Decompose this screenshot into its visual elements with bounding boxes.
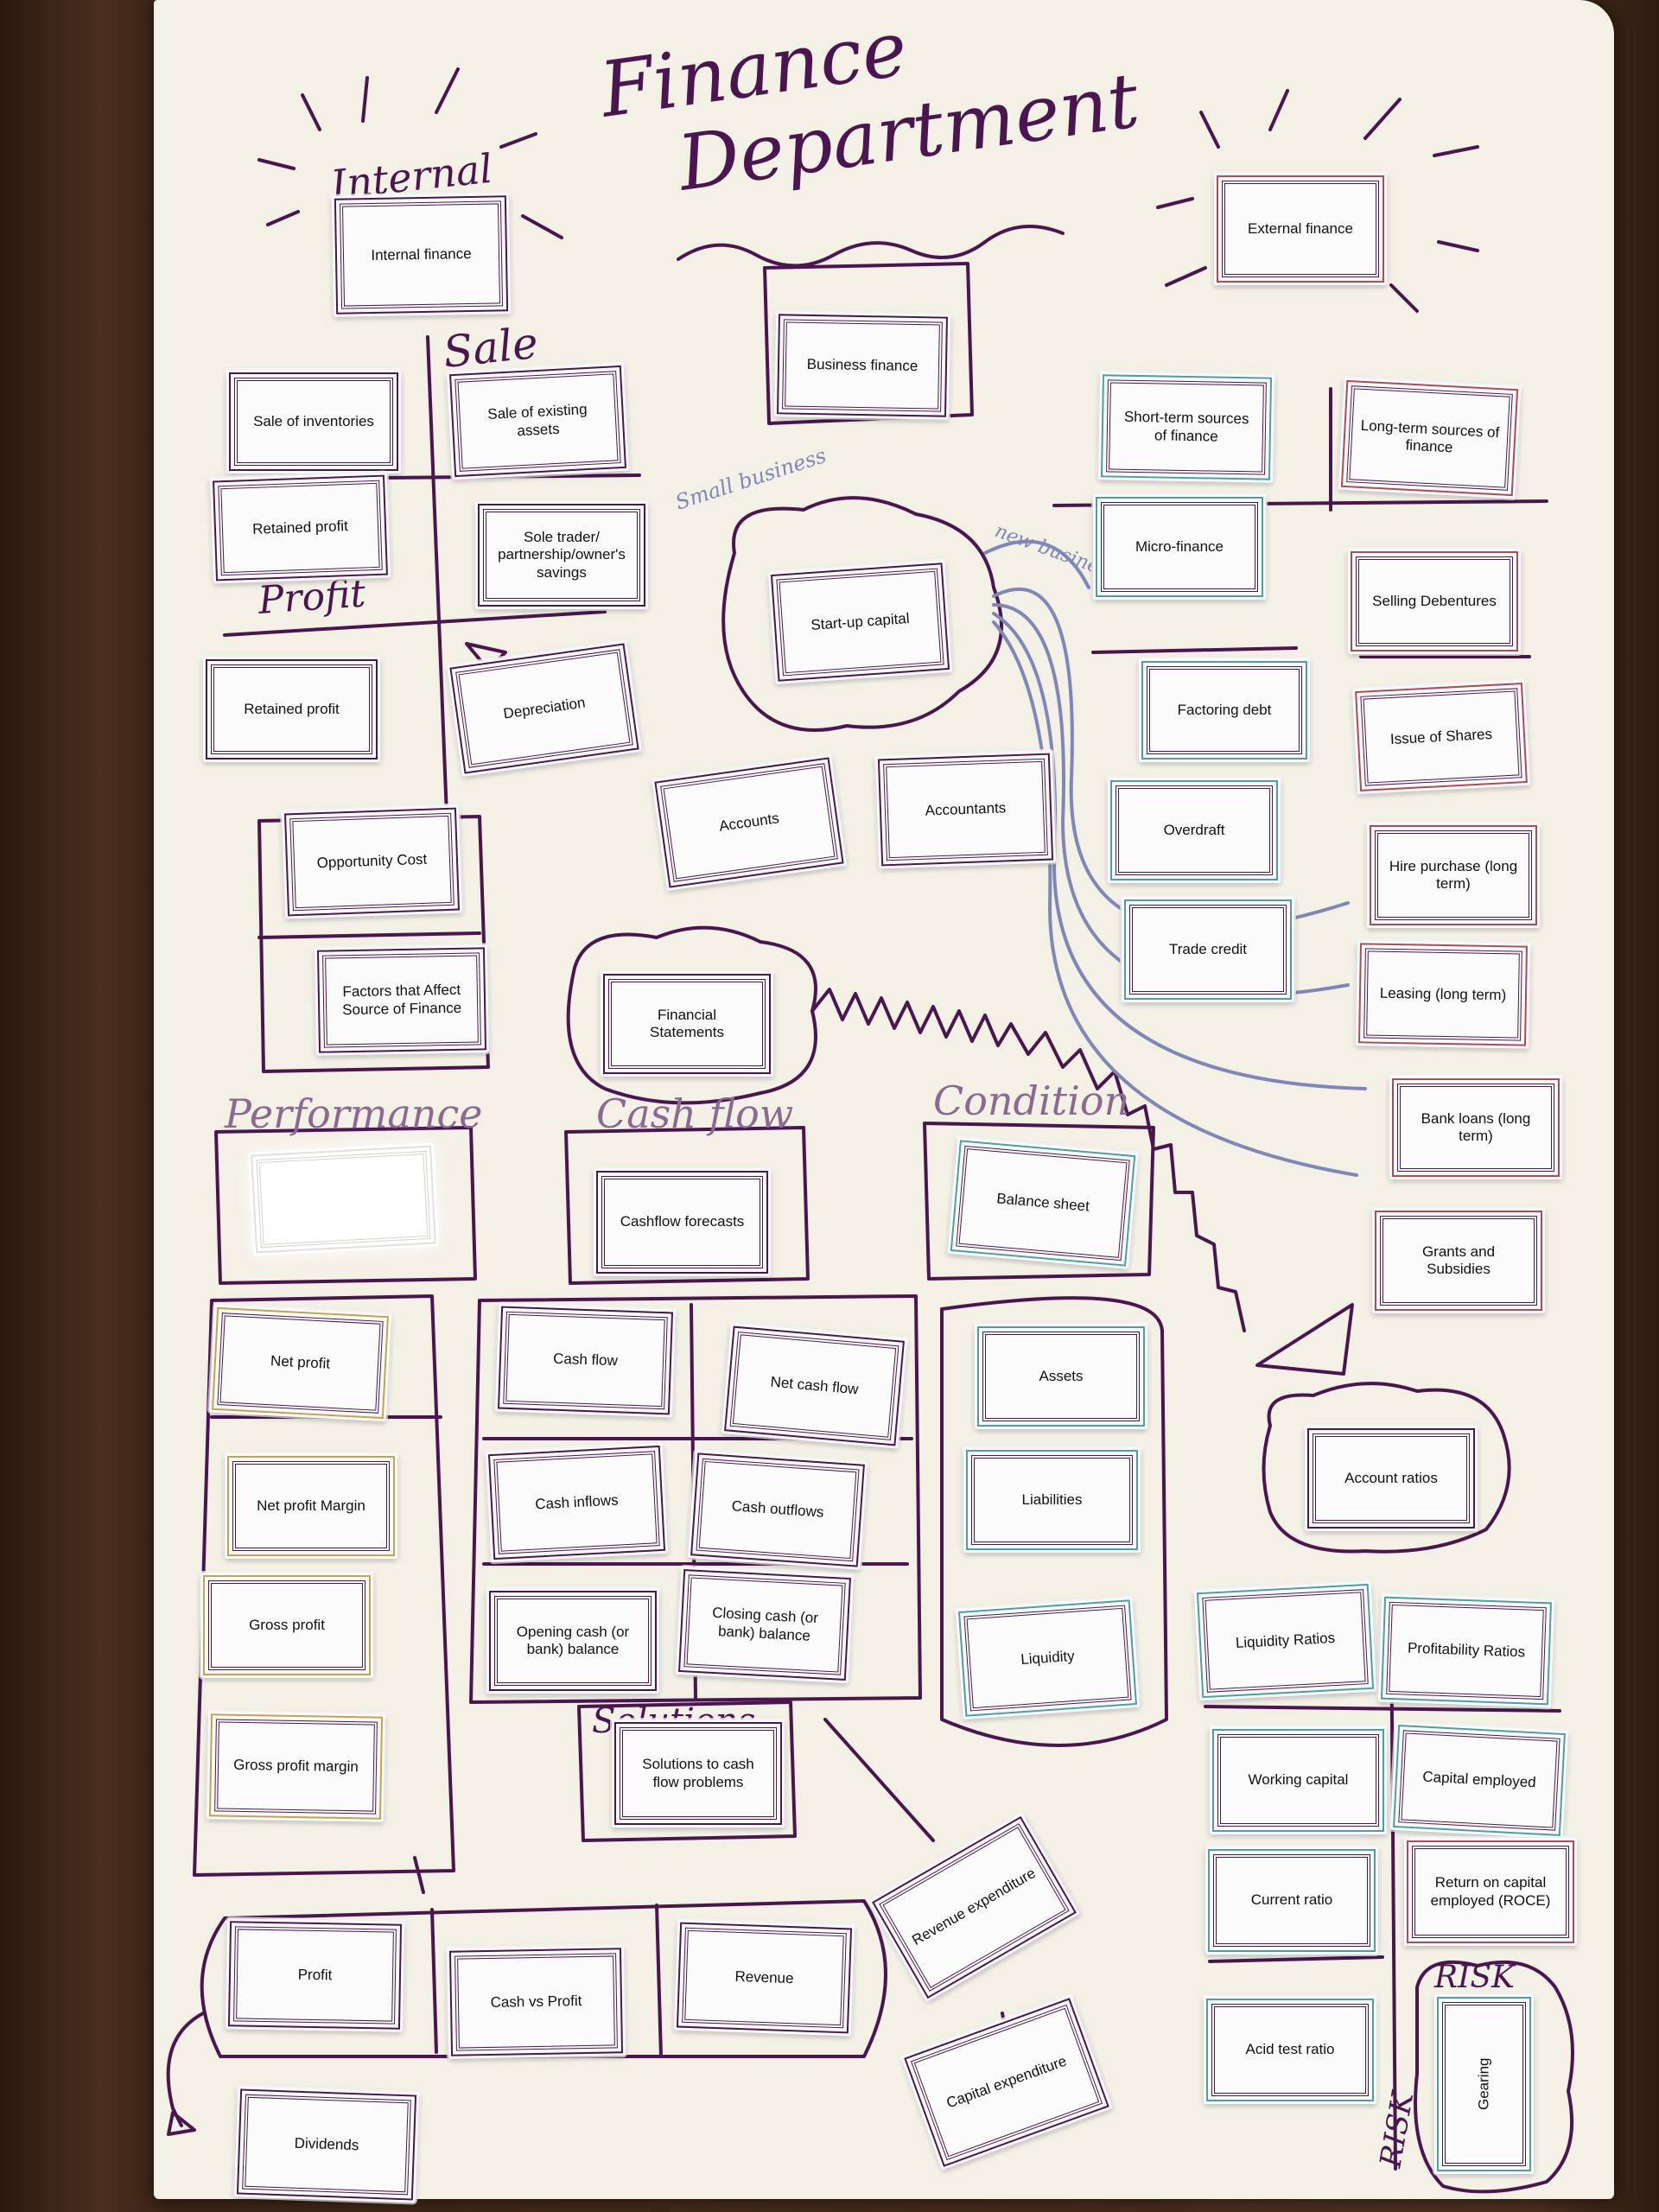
line-to-bank-loans	[992, 612, 1367, 1090]
card-gearing: Gearing	[1434, 1994, 1534, 2174]
card-start-up-capital: Start-up capital	[767, 560, 953, 684]
card-gross-profit: Gross profit	[200, 1573, 373, 1678]
card-assets: Assets	[975, 1324, 1147, 1429]
card-long-term-sources: Long-term sources of finance	[1338, 377, 1522, 499]
card-cash-inflows: Cash inflows	[485, 1442, 669, 1563]
card-retained-profit-1: Retained profit	[209, 472, 391, 584]
line-new-business	[983, 539, 1090, 589]
card-closing-cash: Closing cash (or bank) balance	[675, 1566, 855, 1684]
hand-cash-flow: Cash flow	[596, 1090, 793, 1137]
card-liquidity-ratios: Liquidity Ratios	[1193, 1580, 1377, 1701]
business-finance-box	[763, 262, 974, 425]
card-account-ratios: Account ratios	[1305, 1426, 1478, 1531]
card-cashflow-forecasts: Cashflow forecasts	[594, 1168, 771, 1276]
card-retained-profit-2: Retained profit	[203, 657, 380, 762]
card-acid-test-ratio: Acid test ratio	[1204, 1996, 1376, 2104]
card-bank-loans: Bank loans (long term)	[1389, 1076, 1562, 1179]
card-grants-subsidies: Grants and Subsidies	[1372, 1208, 1545, 1313]
profit-divider-1	[430, 1908, 438, 2054]
card-opening-cash: Opening cash (or bank) balance	[486, 1588, 659, 1694]
card-solutions-cash-flow: Solutions to cash flow problems	[612, 1719, 785, 1827]
start-up-cloud	[721, 496, 1003, 732]
performance-box	[214, 1126, 477, 1285]
arrow-to-dividends	[166, 2012, 205, 2127]
arrow-to-revenue-expenditure	[823, 1718, 935, 1842]
card-leasing: Leasing (long term)	[1355, 940, 1531, 1049]
card-cash-outflows: Cash outflows	[687, 1450, 868, 1570]
card-working-capital: Working capital	[1210, 1726, 1387, 1834]
card-internal-finance: Internal finance	[331, 193, 512, 317]
zigzag-arrowhead	[1255, 1303, 1354, 1376]
card-dividends: Dividends	[233, 2086, 420, 2203]
internal-horizontal-line-2	[223, 610, 607, 637]
hand-performance: Performance	[224, 1090, 482, 1137]
card-factors-affect-finance: Factors that Affect Source of Finance	[314, 944, 490, 1056]
hand-risk-top: RISK	[1433, 1960, 1516, 1995]
card-gross-profit-margin: Gross profit margin	[206, 1711, 386, 1822]
card-short-term-sources: Short-term sources of finance	[1097, 372, 1275, 483]
card-financial-statements: Financial Statements	[601, 971, 773, 1077]
card-blank-performance	[248, 1142, 439, 1256]
card-net-profit: Net profit	[208, 1304, 392, 1422]
financial-statements-cloud	[566, 925, 817, 1105]
card-profitability-ratios: Profitability Ratios	[1377, 1593, 1555, 1708]
account-ratios-cloud	[1262, 1382, 1511, 1554]
arrow-down	[413, 1856, 425, 1894]
card-net-cash-flow: Net cash flow	[721, 1323, 908, 1449]
hand-condition: Condition	[933, 1077, 1129, 1124]
condition-column	[940, 1296, 1168, 1747]
risk-cloud	[1414, 1960, 1574, 2194]
card-micro-finance: Micro-finance	[1093, 494, 1266, 600]
card-current-ratio: Current ratio	[1205, 1847, 1378, 1955]
short-term-line	[1091, 646, 1298, 654]
card-cash-flow: Cash flow	[494, 1303, 677, 1418]
solutions-box	[577, 1700, 797, 1842]
arrowhead-dividends	[167, 2111, 196, 2136]
note-small-business: Small business	[672, 443, 829, 515]
card-hire-purchase: Hire purchase (long term)	[1367, 823, 1540, 928]
cash-flow-column	[469, 1294, 922, 1704]
card-trade-credit: Trade credit	[1122, 897, 1294, 1002]
hand-risk-side: RISK	[1373, 2088, 1421, 2171]
zigzag-arrow	[810, 988, 1246, 1332]
card-liquidity: Liquidity	[955, 1597, 1141, 1719]
profit-divider-2	[655, 1904, 663, 2058]
title-underline	[677, 225, 1065, 268]
card-balance-sheet: Balance sheet	[947, 1137, 1139, 1269]
condition-box	[923, 1122, 1155, 1281]
line-to-grants	[992, 620, 1358, 1177]
card-factoring-debt: Factoring debt	[1139, 658, 1310, 762]
ratio-horizontal-2	[1208, 1955, 1384, 1963]
factors-divider	[257, 931, 481, 939]
card-revenue: Revenue	[673, 1919, 855, 2037]
card-accountants: Accountants	[874, 750, 1057, 869]
card-roce: Return on capital employed (ROCE)	[1404, 1838, 1577, 1946]
sun-rays-right	[1156, 89, 1479, 313]
ratio-horizontal-1	[1204, 1705, 1561, 1713]
card-sole-trader-savings: Sole trader/ partnership/owner's savings	[475, 501, 648, 609]
sun-rays-left	[257, 67, 563, 239]
internal-vertical-line	[426, 335, 451, 883]
card-issue-of-shares: Issue of Shares	[1351, 679, 1531, 795]
card-opportunity-cost: Opportunity Cost	[281, 804, 463, 919]
card-external-finance: External finance	[1214, 173, 1387, 285]
card-sale-of-existing-assets: Sale of existing assets	[446, 362, 630, 480]
card-selling-debentures: Selling Debentures	[1348, 549, 1521, 654]
profit-revenue-box	[200, 1899, 887, 2058]
performance-column	[193, 1294, 455, 1877]
card-capital-employed: Capital employed	[1389, 1721, 1569, 1840]
card-profit: Profit	[225, 1918, 405, 2032]
card-sale-of-inventories: Sale of inventories	[226, 370, 401, 474]
card-cash-vs-profit: Cash vs Profit	[446, 1945, 626, 2059]
card-business-finance: Business finance	[773, 311, 951, 420]
card-overdraft: Overdraft	[1108, 778, 1281, 883]
card-liabilities: Liabilities	[963, 1447, 1141, 1553]
card-net-profit-margin: Net profit Margin	[225, 1453, 397, 1559]
cash-flow-box	[564, 1126, 810, 1285]
